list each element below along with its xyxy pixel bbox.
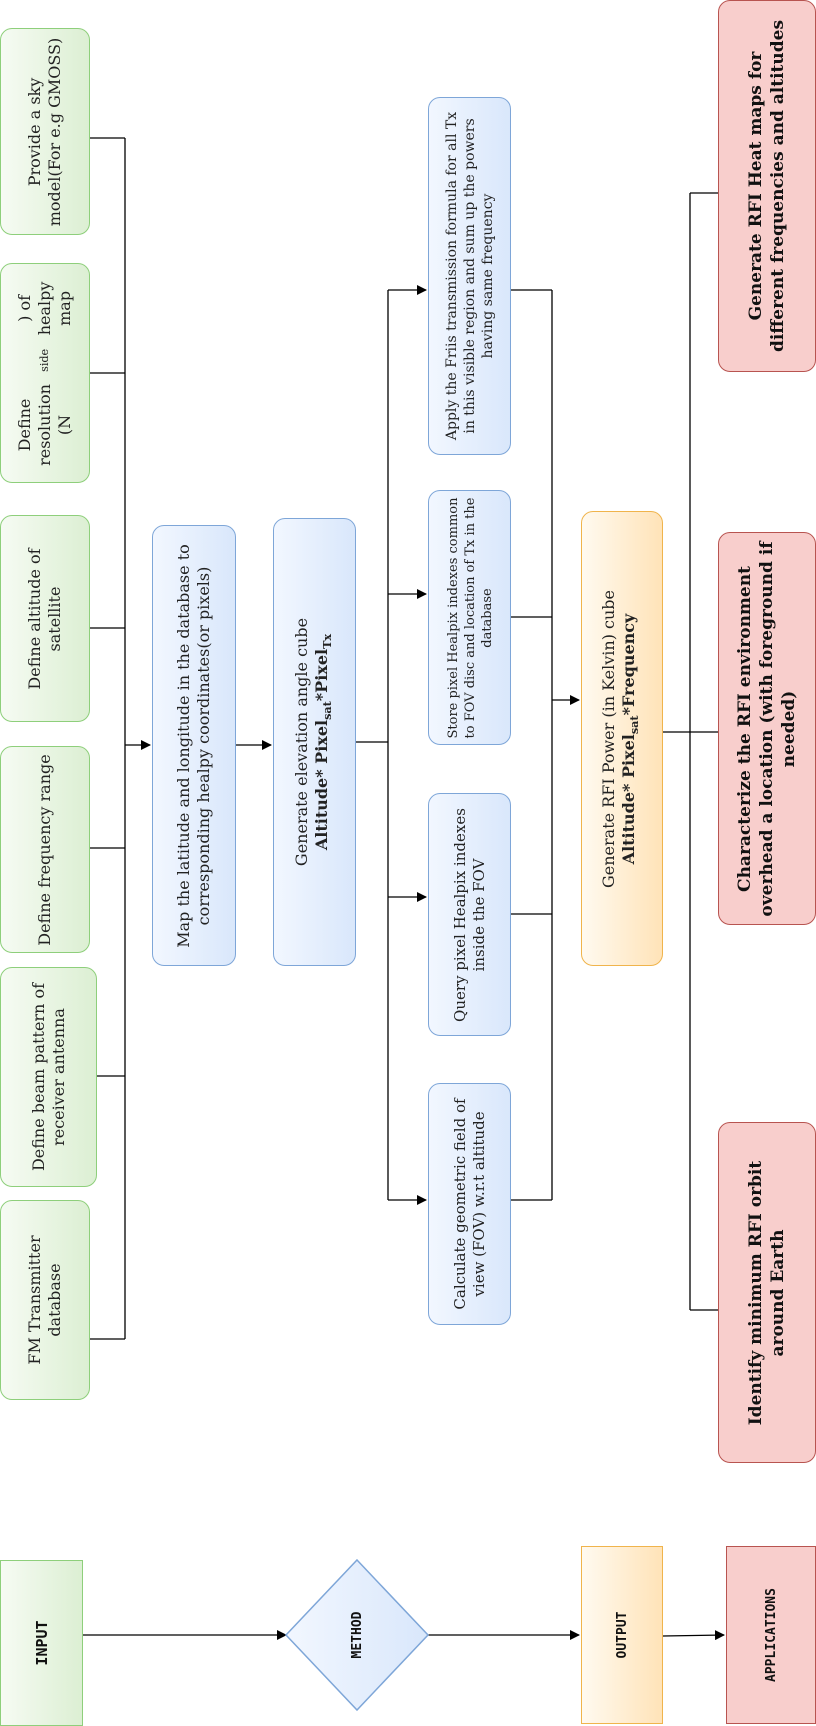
output-rfi-cube: Generate RFI Power (in Kelvin) cube Alti…	[581, 511, 663, 966]
app-heat-maps: Generate RFI Heat maps for different fre…	[718, 0, 816, 372]
app-min-orbit-text: Identify minimum RFI orbit around Earth	[746, 1160, 788, 1425]
step-query-indexes: Query pixel Healpix indexes inside the F…	[428, 793, 511, 1036]
step-friis-text: Apply the Friis transmission formula for…	[443, 111, 496, 441]
step-store-indexes-text: Store pixel Healpix indexes common to FO…	[445, 497, 494, 739]
method-elevation-cube: Generate elevation angle cube Altitude* …	[273, 518, 356, 966]
step-store-indexes: Store pixel Healpix indexes common to FO…	[428, 490, 511, 745]
output-rfi-cube-text: Generate RFI Power (in Kelvin) cube Alti…	[584, 519, 660, 959]
method-elevation-cube-text: Generate elevation angle cube Altitude* …	[277, 527, 353, 957]
input-altitude-text: Define altitude of satellite	[25, 547, 64, 690]
cube-line1: Generate elevation angle cube	[291, 617, 311, 867]
legend-applications-box: APPLICATIONS	[726, 1546, 816, 1724]
input-beam-pattern: Define beam pattern of receiver antenna	[0, 967, 97, 1187]
legend-applications-label: APPLICATIONS	[763, 1588, 779, 1682]
legend-input-box: INPUT	[0, 1560, 83, 1726]
legend-output-box: OUTPUT	[581, 1546, 663, 1724]
app-min-orbit: Identify minimum RFI orbit around Earth	[718, 1122, 816, 1463]
input-frequency: Define frequency range	[0, 746, 90, 953]
method-map-coordinates: Map the latitude and longitude in the da…	[152, 525, 236, 966]
app-characterize-text: Characterize the RFI environment overhea…	[735, 540, 799, 917]
legend-method-label: METHOD	[349, 1611, 365, 1659]
legend-arrow-output-apps	[662, 1630, 725, 1641]
legend-output-label: OUTPUT	[614, 1611, 630, 1659]
step-friis: Apply the Friis transmission formula for…	[428, 97, 511, 455]
step-query-indexes-text: Query pixel Healpix indexes inside the F…	[450, 807, 488, 1022]
step-fov-text: Calculate geometric field of view (FOV) …	[450, 1098, 488, 1310]
input-beam-pattern-text: Define beam pattern of receiver antenna	[28, 982, 68, 1172]
input-altitude: Define altitude of satellite	[0, 515, 90, 722]
method-map-coordinates-text: Map the latitude and longitude in the da…	[174, 543, 213, 948]
output-line2: Altitude* Pixelsat*Frequency	[619, 613, 642, 864]
legend-input-label: INPUT	[32, 1620, 51, 1666]
output-line1: Generate RFI Power (in Kelvin) cube	[599, 589, 619, 888]
step-fov: Calculate geometric field of view (FOV) …	[428, 1083, 511, 1325]
input-fm-database: FM Transmitter database	[0, 1200, 90, 1400]
app-heat-maps-text: Generate RFI Heat maps for different fre…	[746, 19, 788, 353]
input-frequency-text: Define frequency range	[35, 753, 54, 946]
cube-line2: Altitude* Pixelsat*PixelTx	[311, 633, 335, 851]
input-sky-model: Provide a sky model(For e.g GMOSS)	[0, 28, 90, 235]
app-characterize: Characterize the RFI environment overhea…	[718, 532, 816, 925]
input-sky-model-text: Provide a sky model(For e.g GMOSS)	[25, 37, 64, 226]
legend-method-diamond	[284, 1558, 430, 1712]
legend-method: METHOD	[286, 1560, 428, 1710]
input-fm-database-text: FM Transmitter database	[25, 1235, 64, 1365]
